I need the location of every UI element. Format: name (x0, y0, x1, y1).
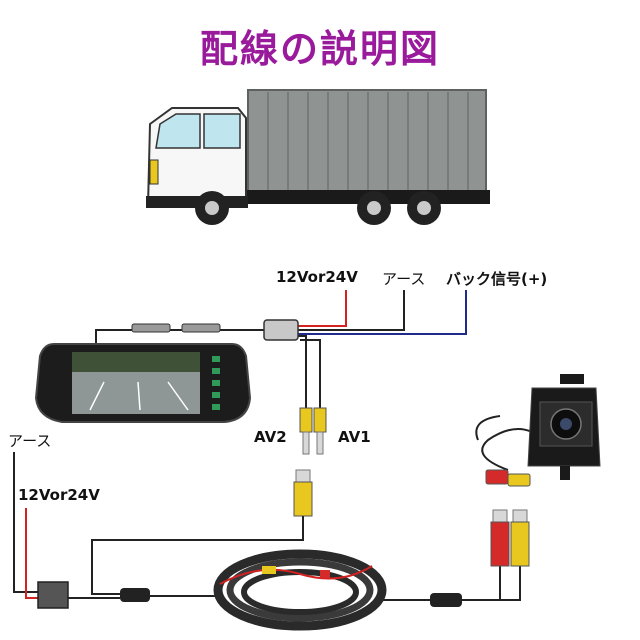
power-wire-left (25, 508, 38, 599)
rca-plug-icon (299, 407, 327, 455)
ground-wire-left (13, 452, 38, 593)
power-box-icon (37, 581, 69, 609)
cable-bundle-icon (213, 549, 387, 631)
power-label-top: 12Vor24V (276, 268, 358, 286)
inline-connector (263, 319, 299, 341)
rca-plug-icon (490, 509, 530, 567)
truck-icon (146, 89, 490, 225)
power-label-left: 12Vor24V (18, 486, 100, 504)
rca-plug-icon (293, 469, 313, 517)
diagram-title: 配線の説明図 (199, 27, 440, 71)
reverse-signal-label: バック信号(+) (446, 270, 548, 288)
mirror-monitor-icon (34, 343, 252, 423)
av2-label: AV2 (254, 428, 287, 446)
ground-wire-top (296, 290, 405, 331)
ground-label-left: アース (8, 432, 52, 450)
inline-connector (430, 593, 462, 607)
ground-label-top: アース (382, 270, 426, 288)
backup-camera-icon (527, 374, 601, 480)
inline-connector (120, 588, 150, 602)
power-wire-top (296, 290, 347, 327)
rca-plug-icon (485, 469, 531, 487)
av1-label: AV1 (338, 428, 371, 446)
signal-wire (296, 290, 467, 335)
